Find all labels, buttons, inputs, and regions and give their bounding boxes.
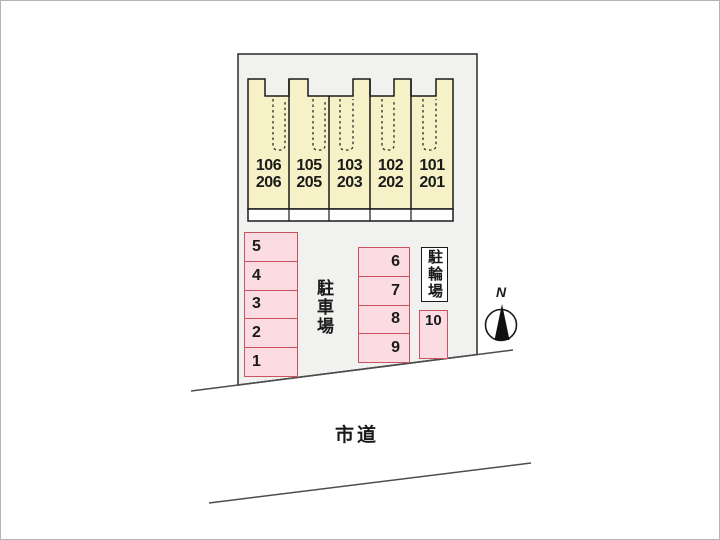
- parking-space: 4: [245, 262, 297, 291]
- parking-area-label: 駐車場: [314, 278, 333, 336]
- parking-space: 1: [252, 353, 261, 371]
- unit-number-first-floor: 102: [377, 157, 404, 174]
- unit-number-second-floor: 205: [296, 174, 322, 191]
- unit-label: 103 203: [329, 157, 370, 193]
- unit-label: 105 205: [289, 157, 329, 193]
- parking-column-left: 5 4 3 2 1: [244, 232, 298, 377]
- parking-space: 2: [245, 319, 297, 349]
- unit-number-first-floor: 105: [296, 157, 322, 174]
- parking-space: 7: [359, 277, 409, 306]
- parking-space: 6: [359, 248, 409, 277]
- unit-number-second-floor: 202: [377, 174, 404, 191]
- unit-number-first-floor: 103: [336, 157, 363, 174]
- parking-column-middle: 6 7 8 9: [358, 247, 410, 363]
- entrance-path: [312, 99, 326, 151]
- unit-number-first-floor: 106: [255, 157, 282, 174]
- unit-label: 106 206: [248, 157, 289, 193]
- entrance-path: [381, 99, 395, 151]
- parking-space: 5: [245, 233, 297, 262]
- parking-space-10: 10: [419, 310, 448, 359]
- parking-space: 3: [245, 291, 297, 320]
- unit-label: 101 201: [411, 157, 453, 193]
- parking-space: 8: [359, 306, 409, 335]
- parking-space: 9: [391, 339, 400, 357]
- balcony-strip: [247, 208, 454, 222]
- road-label: 市道: [334, 425, 379, 446]
- unit-label: 102 202: [370, 157, 411, 193]
- bicycle-parking-box: 駐輪場: [421, 247, 448, 302]
- entrance-path: [422, 99, 437, 151]
- unit-number-second-floor: 201: [419, 174, 445, 191]
- compass-north-label: N: [495, 284, 507, 300]
- unit-number-second-floor: 203: [336, 174, 363, 191]
- road-edge-line-lower: [208, 462, 532, 504]
- road-edge-line-upper: [190, 349, 514, 392]
- entrance-path: [339, 99, 354, 151]
- entrance-path: [272, 99, 286, 151]
- unit-number-first-floor: 101: [419, 157, 445, 174]
- unit-number-second-floor: 206: [255, 174, 282, 191]
- compass: [484, 304, 518, 342]
- compass-needle: [494, 304, 510, 340]
